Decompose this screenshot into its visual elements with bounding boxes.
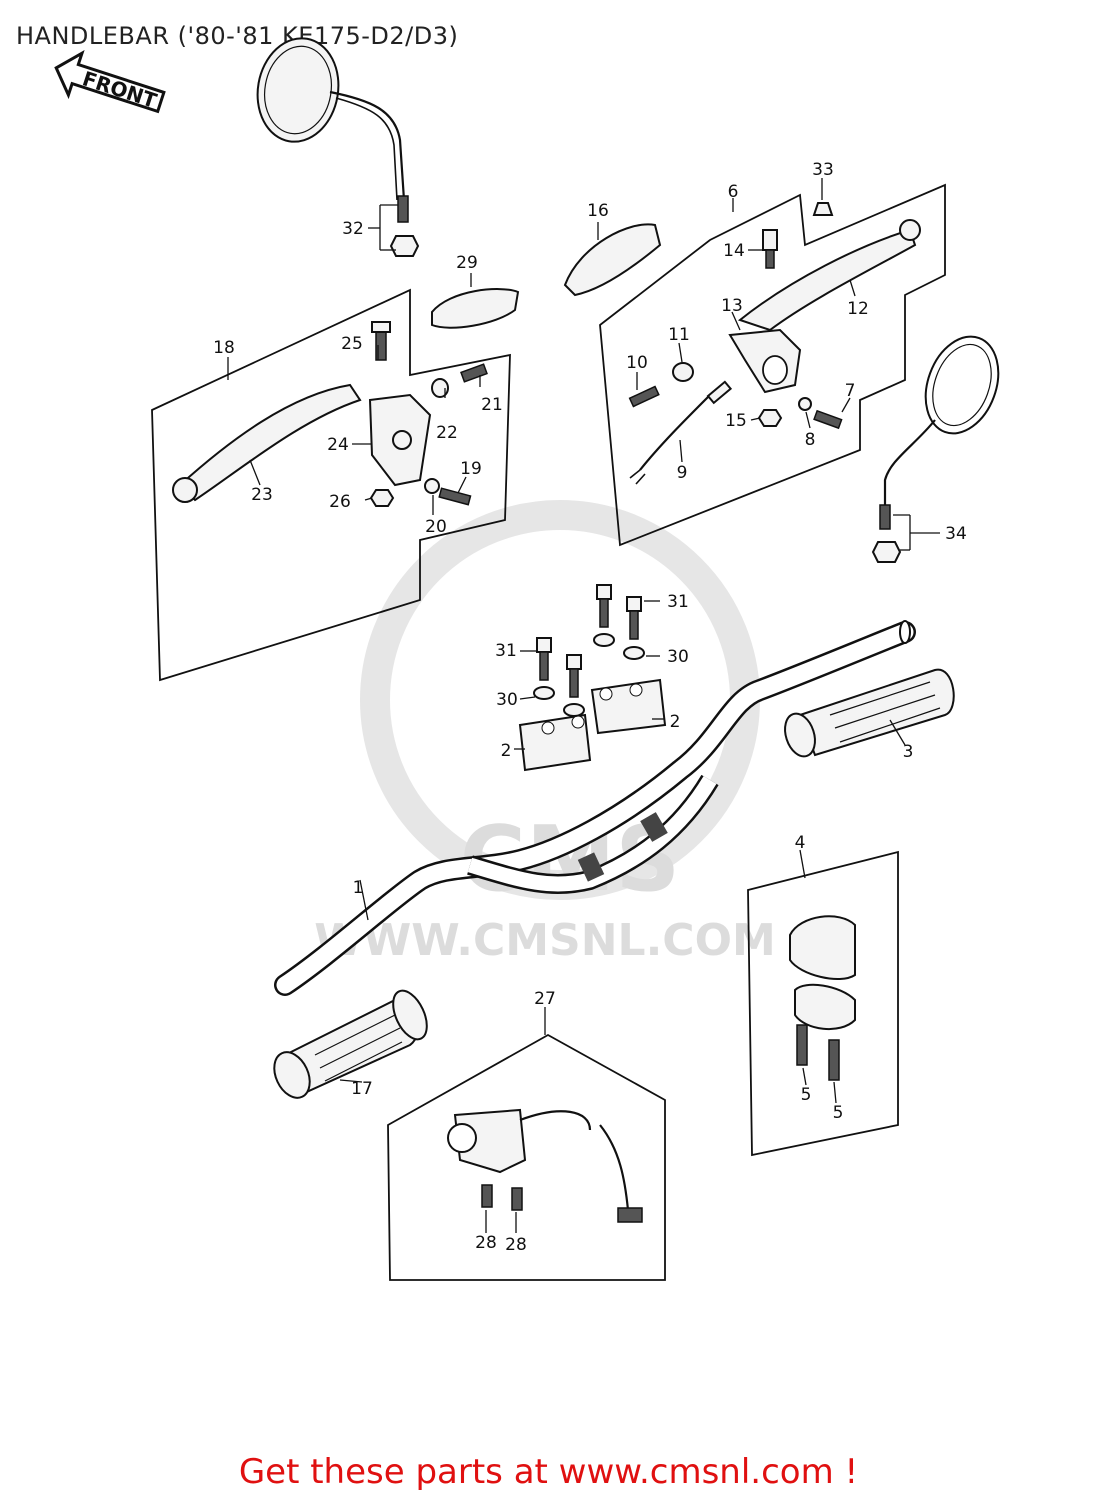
- callout-label-p12: 12: [847, 299, 869, 319]
- callout-label-p19: 19: [460, 459, 482, 479]
- callout-label-p18: 18: [213, 338, 235, 358]
- callout-label-p8: 8: [805, 430, 816, 450]
- leader-lines: [227, 178, 940, 1233]
- callout-label-p25: 25: [341, 334, 363, 354]
- right-switch-assembly-box: [747, 850, 899, 1157]
- callout-label-p1: 1: [353, 878, 364, 898]
- callout-label-p15: 15: [725, 411, 747, 431]
- left-switch-assembly-box: [387, 1033, 666, 1281]
- callout-label-p17: 17: [351, 1079, 373, 1099]
- callout-label-p7: 7: [845, 381, 856, 401]
- callout-label-p10: 10: [626, 353, 648, 373]
- callout-label-p22: 22: [436, 423, 458, 443]
- callout-labels: 1223455678910111213141516171819202122232…: [213, 160, 967, 1255]
- callout-label-p29: 29: [456, 253, 478, 273]
- callout-label-p23: 23: [251, 485, 273, 505]
- callout-label-p27: 27: [534, 989, 556, 1009]
- left-mirror: [256, 37, 420, 257]
- callout-label-p2a: 2: [501, 741, 512, 761]
- callout-label-p31b: 31: [667, 592, 689, 612]
- footer-promo-link[interactable]: Get these parts at www.cmsnl.com !: [238, 1452, 859, 1492]
- right-lever-assembly-box: [563, 183, 946, 547]
- handlebar: [274, 620, 916, 996]
- callout-label-p11: 11: [668, 325, 690, 345]
- callout-label-p31a: 31: [495, 641, 517, 661]
- callout-label-p3: 3: [903, 742, 914, 762]
- callout-label-p30b: 30: [667, 647, 689, 667]
- right-mirror: [871, 335, 1000, 563]
- front-label: FRONT: [80, 66, 160, 113]
- callout-label-p28b: 28: [505, 1235, 527, 1255]
- left-lever-assembly-box: [151, 288, 520, 682]
- callout-label-p24: 24: [327, 435, 349, 455]
- page-title: HANDLEBAR ('80-'81 KE175-D2/D3): [16, 22, 459, 50]
- callout-label-p4: 4: [795, 833, 806, 853]
- callout-label-p5b: 5: [833, 1103, 844, 1123]
- callout-label-p21: 21: [481, 395, 503, 415]
- callout-label-p32: 32: [342, 219, 364, 239]
- callout-label-p9: 9: [677, 463, 688, 483]
- callout-label-p13: 13: [721, 296, 743, 316]
- front-arrow-icon: FRONT: [54, 49, 166, 114]
- callout-label-p26: 26: [329, 492, 351, 512]
- callout-label-p20: 20: [425, 517, 447, 537]
- callout-label-p28a: 28: [475, 1233, 497, 1253]
- left-grip: [273, 989, 428, 1099]
- callout-label-p30a: 30: [496, 690, 518, 710]
- watermark-url: WWW.CMSNL.COM: [314, 915, 776, 966]
- callout-label-p5a: 5: [801, 1085, 812, 1105]
- callout-label-p16: 16: [587, 201, 609, 221]
- right-grip: [784, 668, 955, 758]
- handlebar-holders: [518, 584, 667, 772]
- callout-label-p14: 14: [723, 241, 745, 261]
- callout-label-p33: 33: [812, 160, 834, 180]
- callout-label-p34: 34: [945, 524, 967, 544]
- callout-label-p2b: 2: [670, 712, 681, 732]
- callout-label-p6: 6: [728, 182, 739, 202]
